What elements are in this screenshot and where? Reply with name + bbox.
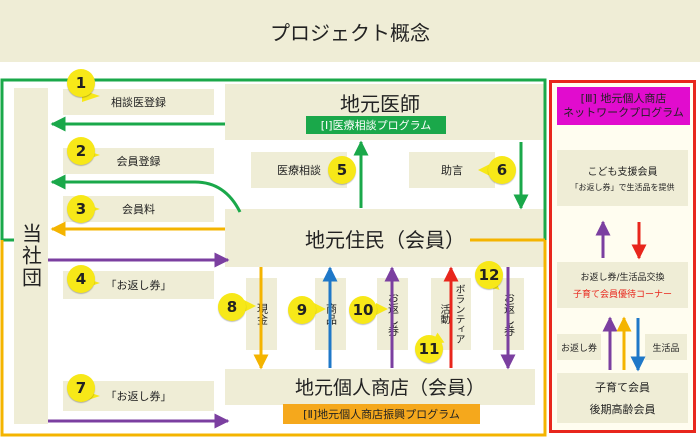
resident-band: 地元住民（会員） [225, 209, 545, 267]
coupon-box: お返し券 [557, 334, 601, 360]
exchange-box: お返し券/生活品交換 子育て会員優待コーナー [557, 262, 688, 308]
supporter-label: こども支援会員 [587, 167, 658, 178]
step-10-badge: 10 [349, 296, 377, 324]
exchange-label: お返し券/生活品交換 [580, 273, 665, 283]
step-2-badge: 2 [67, 137, 95, 165]
step-3-badge: 3 [67, 195, 95, 223]
title-band: プロジェクト概念 [0, 0, 700, 62]
shop-band [225, 369, 535, 405]
page-title: プロジェクト概念 [270, 20, 430, 45]
members-box: 子育て会員 後期高齢会員 [557, 373, 688, 423]
members-line-2: 後期高齢会員 [589, 403, 656, 416]
doctor-label: 地元医師 [340, 91, 420, 116]
step-7-badge: 7 [67, 374, 95, 402]
step-6-badge: 6 [488, 156, 516, 184]
callout-tail-9 [314, 303, 326, 315]
shop-program-badge: [Ⅱ]地元個人商店振興プログラム [283, 404, 480, 424]
shop-label: 地元個人商店（会員） [294, 376, 485, 399]
network-program-badge: [Ⅲ] 地元個人商店 ネットワークプログラム [557, 87, 690, 125]
supporter-box: こども支援会員 「お返し券」で生活品を提供 [557, 150, 688, 206]
callout-tail-6 [478, 164, 490, 176]
yellow-frame [225, 240, 547, 437]
doctor-program-badge: [Ⅰ]医療相談プログラム [306, 116, 446, 134]
step-8-badge: 8 [218, 293, 246, 321]
step-1-badge: 1 [67, 69, 95, 97]
step-4-badge: 4 [67, 265, 95, 293]
callout-tail-8 [244, 300, 256, 312]
step-5-badge: 5 [328, 156, 356, 184]
step-9-badge: 9 [288, 296, 316, 324]
arrow-step-2 [50, 174, 242, 213]
resident-label: 地元住民（会員） [305, 227, 465, 252]
exchange-sub: 子育て会員優待コーナー [572, 290, 672, 300]
members-line-1: 子育て会員 [595, 381, 650, 394]
company-label: 当社団 [18, 223, 43, 289]
callout-tail-10 [376, 303, 388, 315]
company-column: 当社団 [14, 88, 48, 424]
step-11-badge: 11 [415, 335, 443, 363]
goods-box: 生活品 [645, 334, 687, 360]
supporter-sub: 「お返し券」で生活品を提供 [570, 183, 675, 192]
step-12-badge: 12 [475, 261, 503, 289]
